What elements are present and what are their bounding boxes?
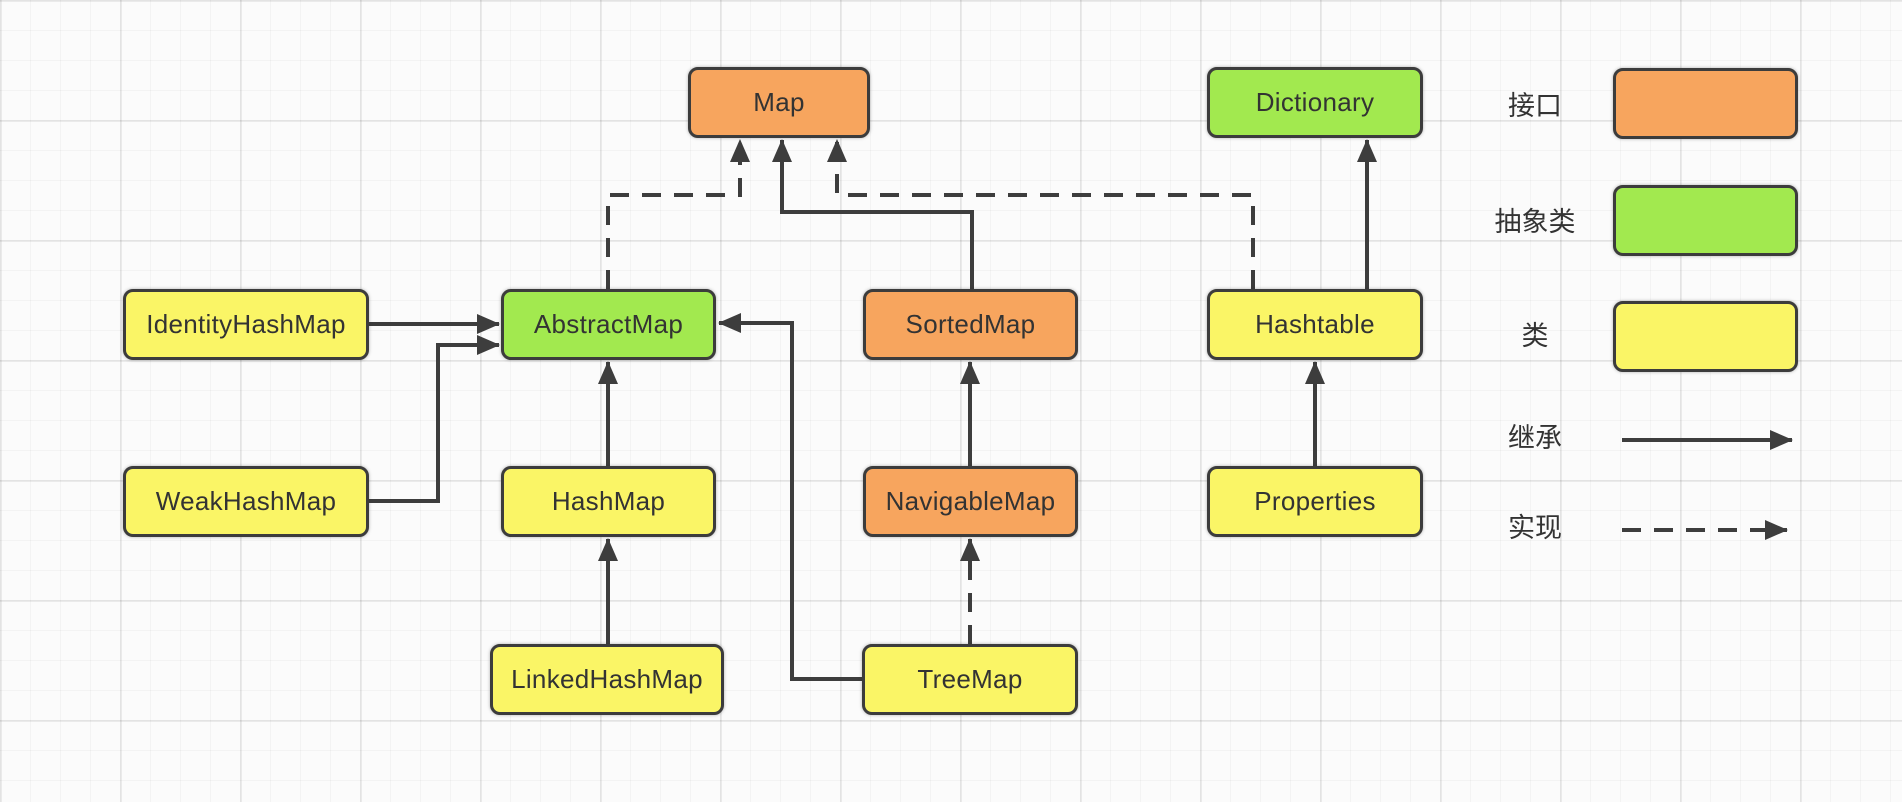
node-navigablemap: NavigableMap bbox=[863, 466, 1078, 537]
legend-interface-label: 接口 bbox=[1508, 91, 1562, 121]
node-hashtable-label: Hashtable bbox=[1255, 309, 1375, 339]
node-hashmap-label: HashMap bbox=[551, 486, 666, 516]
node-sortedmap-label: SortedMap bbox=[905, 309, 1036, 339]
legend-interface-swatch bbox=[1613, 68, 1798, 139]
node-weakhashmap-label: WeakHashMap bbox=[155, 486, 337, 516]
edge-hashtable-implements-map bbox=[827, 139, 1255, 289]
legend-abstract-swatch bbox=[1613, 185, 1798, 256]
node-abstractmap-label: AbstractMap bbox=[533, 309, 684, 339]
node-abstractmap: AbstractMap bbox=[501, 289, 716, 360]
node-sortedmap: SortedMap bbox=[863, 289, 1078, 360]
node-map-label: Map bbox=[753, 87, 805, 117]
edge-sortedmap-extends-map bbox=[772, 139, 974, 289]
legend-abstract-label: 抽象类 bbox=[1494, 207, 1576, 237]
node-linkedhashmap: LinkedHashMap bbox=[490, 644, 724, 715]
node-navigablemap-label: NavigableMap bbox=[885, 486, 1056, 516]
legend-implement-label: 实现 bbox=[1508, 513, 1562, 543]
node-map: Map bbox=[688, 67, 870, 138]
node-identityhashmap-label: IdentityHashMap bbox=[146, 309, 346, 339]
node-treemap-label: TreeMap bbox=[917, 664, 1023, 694]
legend-inherit-label: 继承 bbox=[1508, 423, 1562, 453]
node-identityhashmap: IdentityHashMap bbox=[123, 289, 369, 360]
node-hashmap: HashMap bbox=[501, 466, 716, 537]
legend-class-swatch bbox=[1613, 301, 1798, 372]
node-weakhashmap: WeakHashMap bbox=[123, 466, 369, 537]
node-properties: Properties bbox=[1207, 466, 1423, 537]
node-properties-label: Properties bbox=[1254, 486, 1376, 516]
edge-abstractmap-implements-map bbox=[606, 139, 750, 289]
node-linkedhashmap-label: LinkedHashMap bbox=[511, 664, 703, 694]
node-treemap: TreeMap bbox=[862, 644, 1078, 715]
node-dictionary: Dictionary bbox=[1207, 67, 1423, 138]
node-hashtable: Hashtable bbox=[1207, 289, 1423, 360]
node-dictionary-label: Dictionary bbox=[1255, 87, 1375, 117]
edge-weakhashmap-extends-abstractmap bbox=[369, 335, 500, 503]
edge-treemap-extends-abstractmap bbox=[718, 313, 862, 681]
legend-class-label: 类 bbox=[1521, 321, 1549, 351]
